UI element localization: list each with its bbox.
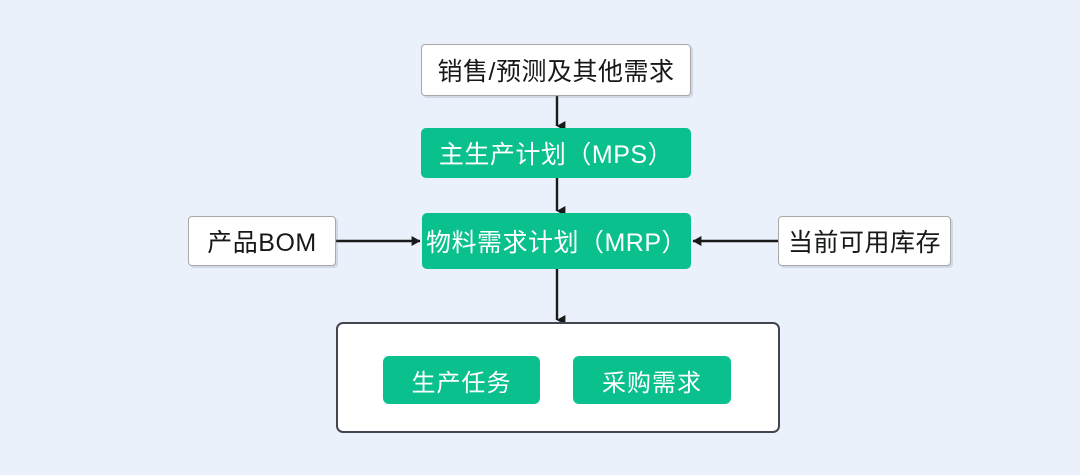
output-label: 生产任务: [411, 369, 512, 397]
node-current-available-inventory[interactable]: 当前可用库存: [778, 216, 951, 266]
node-master-production-schedule[interactable]: 主生产计划（MPS）: [421, 128, 691, 178]
output-label: 采购需求: [602, 369, 702, 397]
node-label: 主生产计划（MPS）: [438, 141, 674, 169]
node-product-bom[interactable]: 产品BOM: [188, 216, 336, 266]
output-production-task[interactable]: 生产任务: [383, 356, 540, 404]
node-material-requirements-planning[interactable]: 物料需求计划（MRP）: [422, 213, 691, 269]
node-label: 销售/预测及其他需求: [437, 58, 675, 86]
node-label: 物料需求计划（MRP）: [425, 229, 688, 257]
node-sales-forecast-demand[interactable]: 销售/预测及其他需求: [421, 44, 691, 96]
node-label: 产品BOM: [207, 229, 317, 257]
node-label: 当前可用库存: [787, 229, 941, 257]
output-purchase-requirement[interactable]: 采购需求: [573, 356, 731, 404]
